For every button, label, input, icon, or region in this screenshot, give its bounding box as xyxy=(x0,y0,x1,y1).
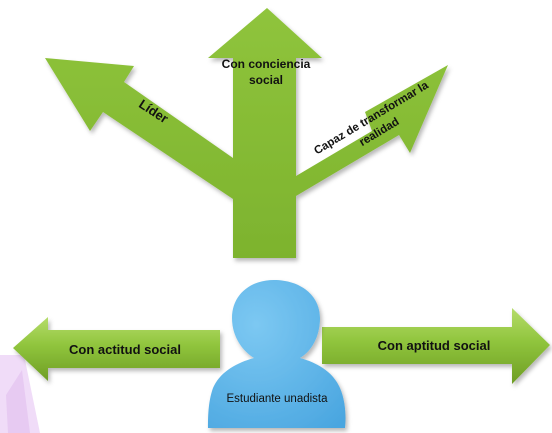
label-conciencia-line2: social xyxy=(249,73,283,87)
label-actitud: Con actitud social xyxy=(69,342,181,357)
label-aptitud: Con aptitud social xyxy=(378,338,491,353)
purple-accent-shape-inner xyxy=(6,370,30,433)
label-estudiante: Estudiante unadista xyxy=(226,393,328,405)
label-conciencia-line1: Con conciencia xyxy=(222,57,311,71)
right-arrow xyxy=(322,308,550,384)
three-way-arrow xyxy=(45,8,448,258)
person-icon xyxy=(208,280,346,428)
left-arrow xyxy=(13,317,220,381)
